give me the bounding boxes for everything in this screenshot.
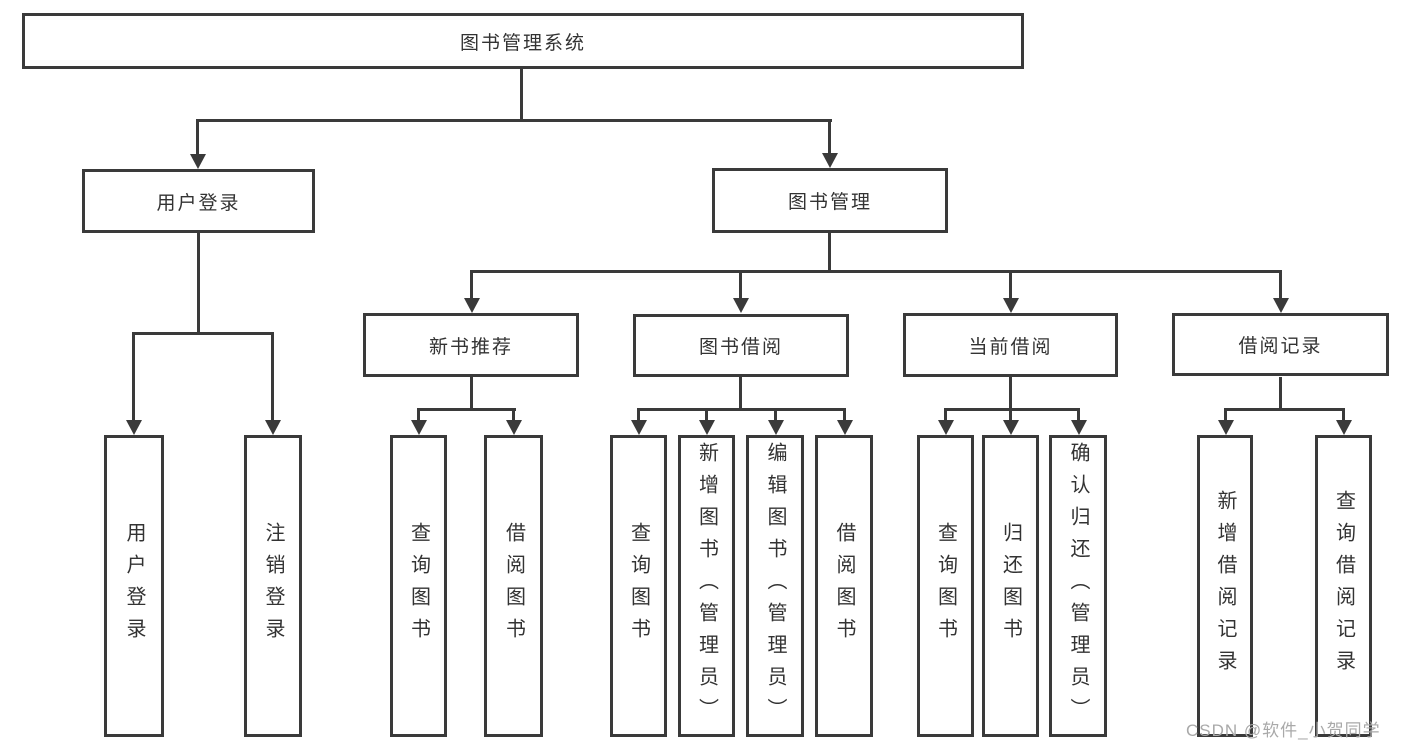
- node-book-borrowing-label: 图书借阅: [698, 337, 783, 358]
- leaf-query-books-borrowing-label: 查询图书: [627, 522, 650, 650]
- connector-borrow-record-stem: [1279, 377, 1282, 410]
- connector-root-stem: [520, 69, 523, 120]
- connector-root-rail: [197, 119, 832, 122]
- down-arrow-to-borrow-book-borrow: [843, 408, 846, 420]
- leaf-add-borrow-record: 新增借阅记录: [1197, 435, 1253, 737]
- leaf-query-books-recommend-label: 查询图书: [407, 522, 430, 650]
- connector-book-mgmt-rail: [470, 270, 1282, 273]
- leaf-query-books-recommend: 查询图书: [390, 435, 447, 737]
- node-borrowing-records: 借阅记录: [1172, 313, 1389, 376]
- node-user-login-label: 用户登录: [156, 192, 241, 214]
- leaf-confirm-return-admin: 确认归还（管理员）: [1049, 435, 1107, 737]
- leaf-user-login: 用户登录: [104, 435, 164, 737]
- node-library-system: 图书管理系统: [22, 13, 1024, 69]
- down-arrow-to-query-book-rec: [417, 408, 420, 420]
- csdn-watermark: CSDN @软件_小贺同学: [1186, 721, 1381, 740]
- connector-user-login-stem: [197, 233, 200, 334]
- node-book-management: 图书管理: [712, 168, 948, 233]
- down-arrow-to-return-book: [1009, 408, 1012, 420]
- down-arrow-to-book-management: [828, 119, 831, 153]
- down-arrow-to-add-borrow-record: [1224, 408, 1227, 420]
- leaf-add-borrow-record-label: 新增借阅记录: [1214, 490, 1236, 682]
- leaf-borrow-books-recommend: 借阅图书: [484, 435, 543, 737]
- connector-new-book-rec-stem: [470, 377, 473, 410]
- connector-current-borrow-stem: [1009, 377, 1012, 410]
- node-borrowing-records-label: 借阅记录: [1238, 336, 1323, 357]
- down-arrow-to-new-book-rec: [470, 270, 473, 298]
- leaf-logout: 注销登录: [244, 435, 302, 737]
- connector-current-borrow-rail: [944, 408, 1080, 411]
- down-arrow-to-edit-book: [774, 408, 777, 420]
- leaf-borrow-books-recommend-label: 借阅图书: [502, 522, 525, 650]
- connector-user-login-rail: [132, 332, 274, 335]
- down-arrow-to-leaf-user-login: [132, 332, 135, 420]
- connector-book-borrow-stem: [739, 377, 742, 410]
- down-arrow-to-leaf-logout: [271, 332, 274, 420]
- leaf-query-borrow-record-label: 查询借阅记录: [1332, 490, 1355, 682]
- node-new-book-recommendation: 新书推荐: [363, 313, 579, 377]
- node-current-borrowing-label: 当前借阅: [968, 336, 1053, 358]
- leaf-borrow-books-borrowing-label: 借阅图书: [833, 522, 855, 650]
- node-current-borrowing: 当前借阅: [903, 313, 1118, 377]
- leaf-add-books-admin-label: 新增图书（管理员）: [695, 442, 718, 730]
- leaf-query-books-borrowing: 查询图书: [610, 435, 667, 737]
- leaf-query-books-current: 查询图书: [917, 435, 974, 737]
- leaf-add-books-admin: 新增图书（管理员）: [678, 435, 735, 737]
- leaf-borrow-books-borrowing: 借阅图书: [815, 435, 873, 737]
- leaf-edit-books-admin: 编辑图书（管理员）: [746, 435, 804, 737]
- connector-borrow-record-rail: [1224, 408, 1345, 411]
- down-arrow-to-borrow-book-rec: [512, 408, 515, 420]
- node-library-system-label: 图书管理系统: [459, 32, 586, 54]
- connector-book-borrow-rail: [637, 408, 846, 411]
- leaf-query-books-current-label: 查询图书: [934, 522, 957, 650]
- leaf-edit-books-admin-label: 编辑图书（管理员）: [764, 442, 786, 730]
- node-new-book-recommendation-label: 新书推荐: [428, 336, 513, 358]
- down-arrow-to-borrow-record: [1279, 270, 1282, 298]
- leaf-logout-label: 注销登录: [262, 522, 284, 650]
- leaf-user-login-label: 用户登录: [123, 522, 145, 650]
- down-arrow-to-add-book: [705, 408, 708, 420]
- down-arrow-to-query-borrow-record: [1342, 408, 1345, 420]
- down-arrow-to-user-login: [196, 119, 199, 154]
- leaf-query-borrow-record: 查询借阅记录: [1315, 435, 1372, 737]
- connector-new-book-rec-rail: [417, 408, 516, 411]
- node-book-management-label: 图书管理: [787, 192, 872, 213]
- leaf-confirm-return-admin-label: 确认归还（管理员）: [1067, 442, 1089, 730]
- down-arrow-to-book-borrow: [739, 270, 742, 298]
- node-user-login: 用户登录: [82, 169, 315, 233]
- down-arrow-to-confirm-return: [1077, 408, 1080, 420]
- down-arrow-to-current-borrow: [1009, 270, 1012, 298]
- leaf-return-books: 归还图书: [982, 435, 1039, 737]
- connector-book-mgmt-stem: [828, 233, 831, 272]
- down-arrow-to-query-book-borrow: [637, 408, 640, 420]
- node-book-borrowing: 图书借阅: [633, 314, 849, 377]
- leaf-return-books-label: 归还图书: [999, 522, 1022, 650]
- down-arrow-to-query-book-current: [944, 408, 947, 420]
